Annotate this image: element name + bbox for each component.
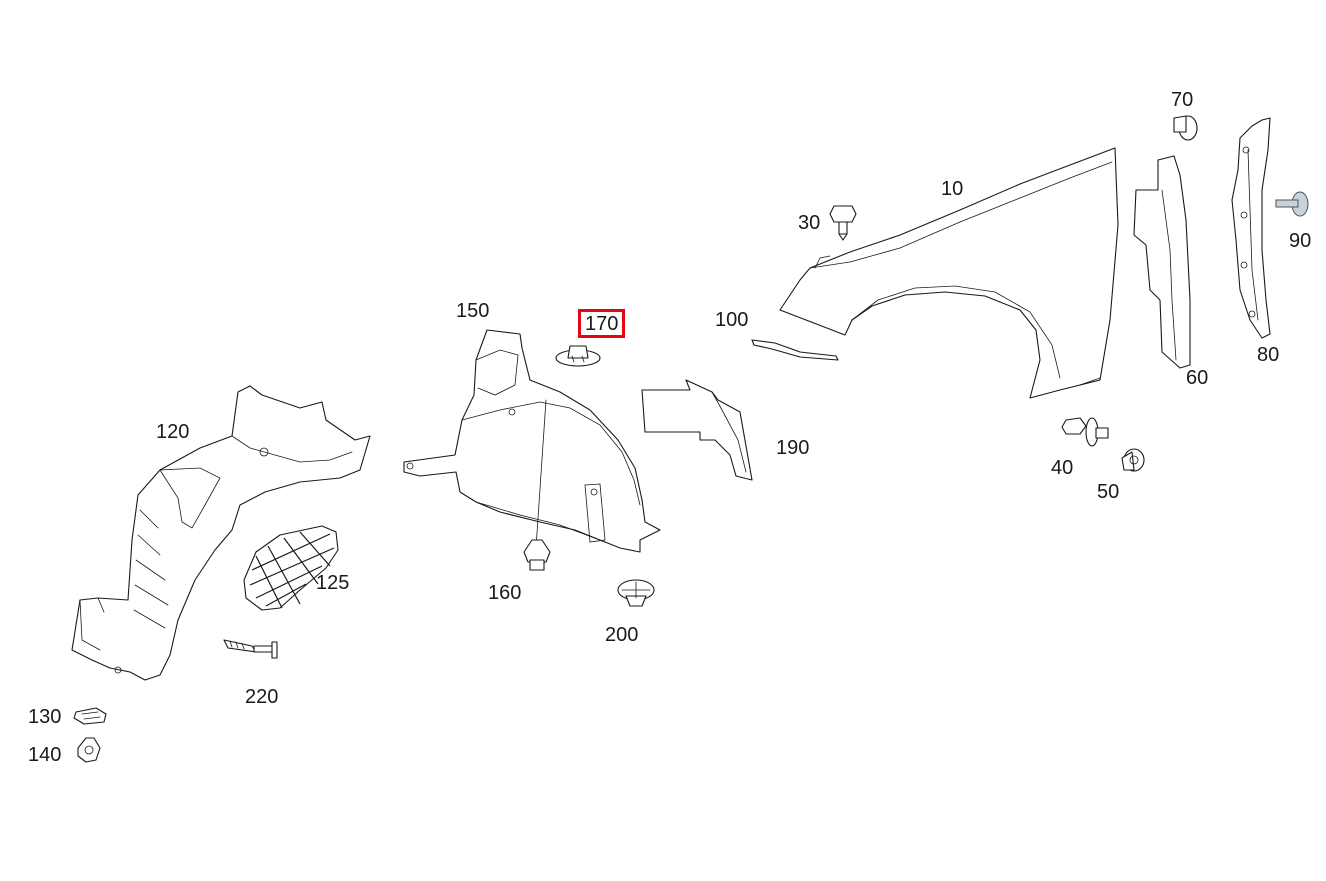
part-170-nut-washer[interactable] bbox=[555, 345, 601, 367]
callout-190[interactable]: 190 bbox=[776, 437, 810, 459]
callout-10[interactable]: 10 bbox=[941, 178, 964, 200]
part-140-clip-nut[interactable] bbox=[77, 737, 101, 763]
callout-160[interactable]: 160 bbox=[488, 582, 522, 604]
part-10-front-fender[interactable] bbox=[779, 147, 1119, 399]
part-90-screw[interactable] bbox=[1275, 191, 1309, 217]
callout-120[interactable]: 120 bbox=[156, 421, 190, 443]
callout-60[interactable]: 60 bbox=[1186, 367, 1209, 389]
part-120-wheel-arch-liner[interactable] bbox=[71, 385, 371, 681]
part-30-bolt[interactable] bbox=[829, 205, 857, 241]
part-60-trim-piece[interactable] bbox=[1133, 155, 1191, 369]
part-80-bracket[interactable] bbox=[1231, 117, 1271, 339]
callout-30[interactable]: 30 bbox=[798, 212, 821, 234]
callout-220[interactable]: 220 bbox=[245, 686, 279, 708]
callout-90[interactable]: 90 bbox=[1289, 230, 1312, 252]
part-190-insulation-pad[interactable] bbox=[641, 379, 753, 481]
part-130-clip[interactable] bbox=[73, 707, 107, 725]
part-125-mesh-grille[interactable] bbox=[243, 525, 339, 611]
callout-125[interactable]: 125 bbox=[316, 572, 350, 594]
part-100-seal-strip[interactable] bbox=[751, 339, 839, 361]
part-50-grommet[interactable] bbox=[1121, 448, 1145, 472]
callout-80[interactable]: 80 bbox=[1257, 344, 1280, 366]
callout-200[interactable]: 200 bbox=[605, 624, 639, 646]
part-40-stud-bolt[interactable] bbox=[1061, 417, 1109, 447]
callout-130[interactable]: 130 bbox=[28, 706, 62, 728]
part-200-round-clip[interactable] bbox=[617, 579, 655, 607]
part-160-fastener[interactable] bbox=[523, 399, 551, 571]
callout-170-highlighted[interactable]: 170 bbox=[578, 309, 626, 338]
part-150-wheel-arch-liner[interactable] bbox=[403, 329, 661, 553]
callout-40[interactable]: 40 bbox=[1051, 457, 1074, 479]
callout-50[interactable]: 50 bbox=[1097, 481, 1120, 503]
part-220-push-rivet[interactable] bbox=[223, 639, 278, 659]
part-70-clip[interactable] bbox=[1173, 115, 1198, 141]
callout-100[interactable]: 100 bbox=[715, 309, 749, 331]
callout-70[interactable]: 70 bbox=[1171, 89, 1194, 111]
callout-140[interactable]: 140 bbox=[28, 744, 62, 766]
callout-150[interactable]: 150 bbox=[456, 300, 490, 322]
